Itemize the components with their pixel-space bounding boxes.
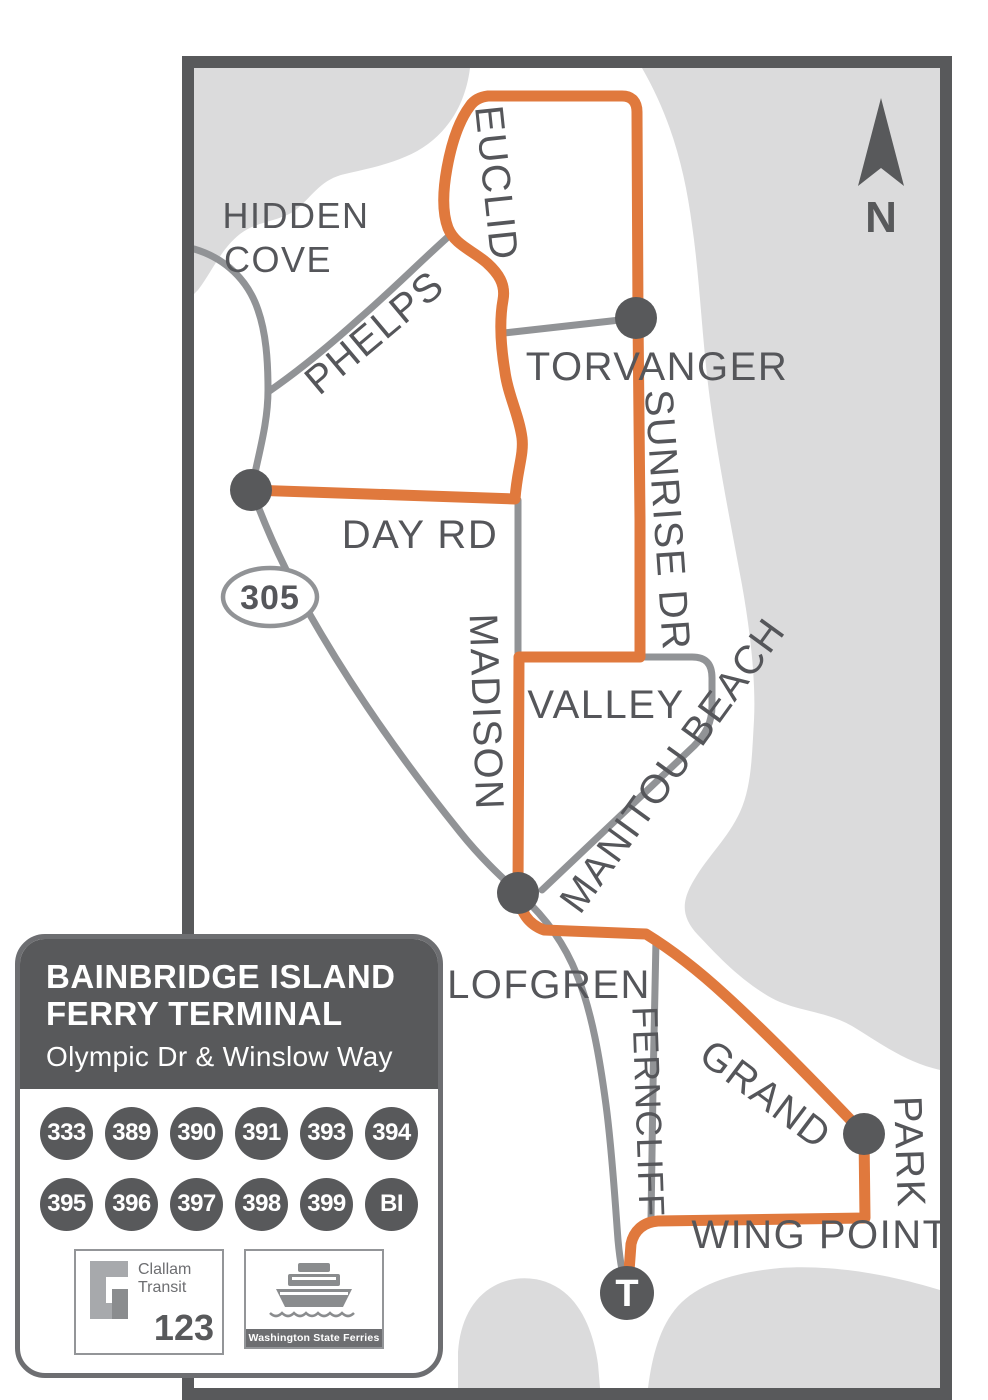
map-frame-border [182, 56, 952, 1400]
clallam-name-line2: Transit [138, 1279, 187, 1297]
water-south-east [648, 1267, 940, 1388]
street-label-madison: MADISON [461, 613, 512, 812]
road-hwy305-north [194, 245, 272, 492]
stop-grand-park [843, 1113, 885, 1155]
ferry-terminal-info-card: BAINBRIDGE ISLAND FERRY TERMINAL Olympic… [15, 934, 443, 1378]
clallam-transit-name: Clallam Transit [138, 1261, 191, 1298]
north-arrow-label: N [865, 193, 897, 242]
water-eagle-harbor [458, 1278, 600, 1388]
north-arrow-icon [858, 98, 904, 186]
route-badge-grid: 333 389 390 391 393 394 395 396 397 398 … [20, 1089, 438, 1231]
info-card-title-line1: BAINBRIDGE ISLAND [46, 958, 396, 995]
street-label-grand: GRAND [691, 1032, 839, 1159]
stop-torvanger [615, 297, 657, 339]
terminal-circle [600, 1266, 654, 1320]
info-card-subtitle: Olympic Dr & Winslow Way [46, 1040, 393, 1072]
bus-stops [230, 297, 885, 1155]
route-badge-393: 393 [300, 1106, 353, 1160]
street-label-park: PARK [885, 1095, 933, 1208]
street-label-valley: VALLEY [527, 683, 684, 727]
water-hidden-cove [194, 68, 470, 294]
route-badge-396: 396 [105, 1177, 158, 1231]
agency-logos: Clallam Transit 123 Washington State Fer… [20, 1248, 438, 1355]
route-badge-397: 397 [170, 1177, 223, 1231]
street-label-day-rd: DAY RD [342, 513, 498, 557]
route-badge-395: 395 [40, 1177, 93, 1231]
street-label-hidden: HIDDEN [222, 195, 369, 236]
wsf-logo-box: Washington State Ferries [244, 1248, 384, 1349]
road-hwy305-south [248, 486, 631, 1294]
clallam-name-line1: Clallam [138, 1260, 192, 1278]
clallam-transit-logo-icon [90, 1260, 128, 1319]
route-badge-391: 391 [235, 1106, 288, 1160]
info-card-title-line2: FERRY TERMINAL [46, 994, 343, 1032]
wsf-label: Washington State Ferries [246, 1328, 382, 1347]
road-torvanger [500, 316, 624, 337]
roads [194, 232, 716, 1294]
route-badge-389: 389 [105, 1106, 158, 1160]
ferry-icon [269, 1262, 355, 1318]
terminal-letter: T [615, 1273, 638, 1315]
street-label-ferncliff: FERNCLIFF [624, 1006, 672, 1219]
route-badge-398: 398 [235, 1177, 288, 1231]
street-label-euclid: EUCLID [466, 103, 526, 262]
highway-305-label: 305 [240, 579, 300, 617]
route-badge-bi: BI [365, 1177, 418, 1231]
clallam-transit-logo-box: Clallam Transit 123 [74, 1248, 224, 1355]
route-badge-394: 394 [365, 1106, 418, 1160]
street-label-torvanger: TORVANGER [526, 345, 788, 389]
route-badge-399: 399 [300, 1177, 353, 1231]
route-badge-333: 333 [40, 1106, 93, 1160]
street-label-wing-point: WING POINT [691, 1213, 948, 1257]
street-label-lofgren: LOFGREN [447, 963, 651, 1007]
bus-route-line [246, 90, 871, 1291]
stop-lofgren [497, 872, 539, 914]
road-phelps [264, 232, 453, 396]
info-card-header: BAINBRIDGE ISLAND FERRY TERMINAL Olympic… [20, 939, 438, 1089]
route-badge-390: 390 [170, 1106, 223, 1160]
stop-day-rd [230, 469, 272, 511]
street-label-cove: COVE [224, 239, 332, 280]
road-ferncliff [647, 936, 660, 1224]
north-arrow: N [858, 98, 904, 242]
water-east-sound [642, 68, 940, 1070]
road-valley-manitou [538, 653, 716, 894]
ferry-terminal-marker: T [600, 1266, 654, 1320]
clallam-transit-number: 123 [153, 1306, 214, 1348]
street-label-phelps: PHELPS [297, 262, 453, 403]
highway-305-shield [220, 565, 320, 629]
